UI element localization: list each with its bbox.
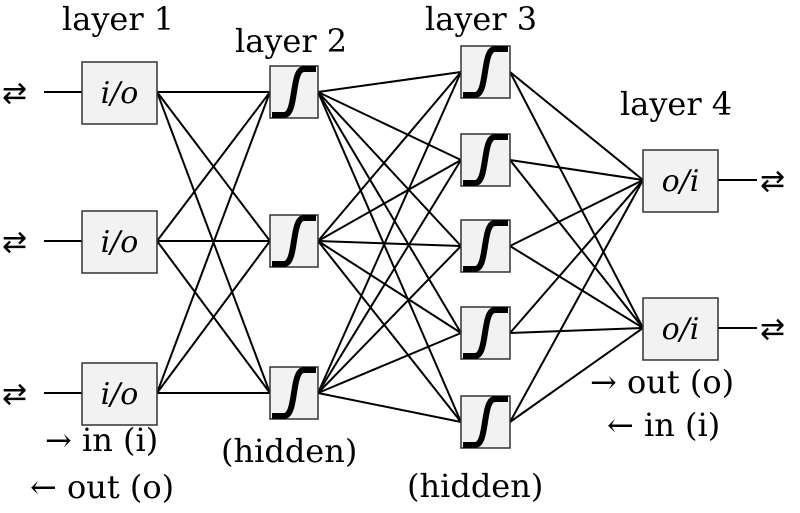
hidden-label: (hidden)	[407, 467, 543, 505]
sigmoid-icon	[463, 307, 508, 359]
edge	[317, 240, 462, 334]
left-out-legend: ← out (o)	[30, 468, 174, 506]
edge	[509, 159, 644, 329]
edge	[509, 71, 644, 181]
edge	[317, 159, 462, 242]
edge	[156, 240, 271, 394]
edge	[509, 179, 644, 334]
edge	[317, 392, 462, 423]
edge	[317, 91, 462, 334]
right-in-legend: ← in (i)	[607, 406, 720, 444]
bidirectional-arrow-icon: ⇄	[760, 164, 785, 199]
left-in-legend: → in (i)	[45, 421, 158, 459]
sigmoid-node	[460, 133, 511, 187]
hidden-label: (hidden)	[221, 432, 357, 470]
edge	[156, 91, 271, 242]
edge	[509, 179, 644, 423]
right-out-legend: → out (o)	[590, 363, 734, 401]
layer-1-title: layer 1	[62, 0, 174, 38]
oi-node-label: o/i	[662, 312, 700, 347]
sigmoid-icon	[272, 66, 316, 118]
io-node-label: i/o	[101, 76, 139, 111]
connections	[44, 71, 757, 423]
sigmoid-node	[269, 366, 319, 420]
edge	[509, 179, 644, 247]
sigmoid-icon	[463, 134, 508, 186]
sigmoid-icon	[463, 220, 508, 272]
edge	[317, 71, 462, 93]
layer-3-title: layer 3	[425, 0, 537, 38]
bidirectional-arrow-icon: ⇄	[2, 225, 27, 260]
edge	[317, 91, 462, 423]
sigmoid-icon	[463, 46, 508, 98]
layer-4-title: layer 4	[620, 85, 732, 123]
bidirectional-arrow-icon: ⇄	[2, 377, 27, 412]
edge	[317, 245, 462, 394]
sigmoid-node	[460, 45, 511, 99]
sigmoid-icon	[463, 396, 508, 448]
io-node-label: i/o	[101, 377, 139, 412]
edge	[509, 71, 644, 329]
oi-node: o/i	[642, 297, 719, 361]
sigmoid-node	[460, 306, 511, 360]
edge	[509, 245, 644, 329]
oi-node-label: o/i	[662, 164, 700, 199]
layer-3-nodes	[460, 45, 511, 449]
sigmoid-icon	[272, 215, 316, 267]
oi-node: o/i	[642, 149, 719, 213]
io-node: i/o	[81, 210, 158, 274]
bidirectional-arrows: ⇄ ⇄ ⇄ ⇄ ⇄	[2, 76, 785, 412]
edge	[317, 332, 462, 394]
edge	[317, 91, 462, 161]
sigmoid-node	[460, 395, 511, 449]
edge	[317, 240, 462, 423]
bidirectional-arrow-icon: ⇄	[760, 312, 785, 347]
sigmoid-node	[269, 214, 319, 268]
sigmoid-node	[269, 65, 319, 119]
edge	[317, 91, 462, 247]
edge	[317, 159, 462, 394]
layer-1-nodes: i/o i/o i/o	[81, 61, 158, 426]
io-node-label: i/o	[101, 225, 139, 260]
edge	[509, 159, 644, 181]
edge	[317, 240, 462, 247]
edge	[156, 91, 271, 394]
io-node: i/o	[81, 61, 158, 125]
sigmoid-node	[460, 219, 511, 273]
bidirectional-arrow-icon: ⇄	[2, 76, 27, 111]
io-node: i/o	[81, 362, 158, 426]
edge	[317, 71, 462, 242]
edge	[317, 71, 462, 394]
edge	[509, 327, 644, 334]
edge	[509, 327, 644, 423]
layer-4-nodes: o/i o/i	[642, 149, 719, 361]
layer-2-title: layer 2	[235, 22, 347, 60]
layer-2-nodes	[269, 65, 319, 420]
sigmoid-icon	[272, 367, 316, 419]
